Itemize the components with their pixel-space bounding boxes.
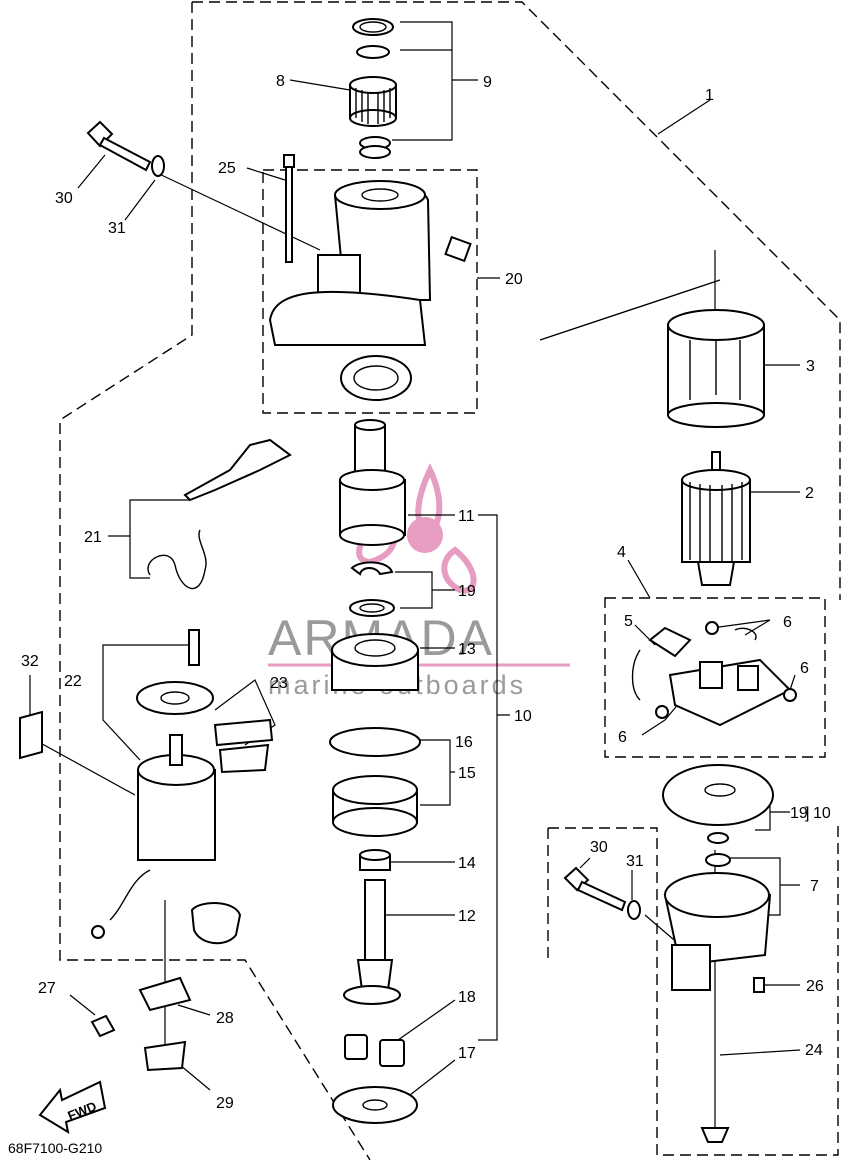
- leader-lines: [29, 21, 801, 1130]
- callout-8: 8: [276, 73, 285, 90]
- callout-20: 20: [505, 271, 523, 288]
- callout-16: 16: [455, 734, 473, 751]
- callout-32: 32: [21, 653, 39, 670]
- callout-10-right: 10: [813, 805, 831, 822]
- callout-4: 4: [617, 544, 626, 561]
- brush-holder-assembly: [631, 621, 797, 727]
- rear-cover-assembly: [662, 764, 774, 1143]
- callout-31-top: 31: [108, 220, 126, 237]
- callout-14: 14: [458, 855, 476, 872]
- callout-19-center: 19: [458, 583, 476, 600]
- callout-7: 7: [810, 878, 819, 895]
- callout-21: 21: [84, 529, 102, 546]
- callout-2: 2: [805, 485, 814, 502]
- callout-9: 9: [483, 74, 492, 91]
- callout-30-bottom: 30: [590, 839, 608, 856]
- bracket-glyph: ]: [805, 805, 809, 822]
- bolt-25: [283, 154, 295, 263]
- yoke: [667, 309, 765, 428]
- callout-17: 17: [458, 1045, 476, 1062]
- callout-31-bottom: 31: [626, 853, 644, 870]
- callout-10-center: 10: [514, 708, 532, 725]
- bolt-30-bottom: [563, 866, 641, 920]
- armature: [681, 451, 751, 586]
- diagram-code: 68F7100-G210: [8, 1140, 102, 1156]
- callout-3: 3: [806, 358, 815, 375]
- callout-22: 22: [64, 673, 82, 690]
- callout-28: 28: [216, 1010, 234, 1027]
- pinion-stack: [349, 18, 397, 159]
- callout-6-left: 6: [618, 729, 627, 746]
- callout-labels: 1 2 3 4 5 6 6 6 7 8 9 10 10 11 12 13 14 …: [21, 73, 831, 1112]
- front-cover-housing: [268, 180, 472, 401]
- motor-assembly: [19, 629, 274, 1072]
- callout-23: 23: [270, 675, 288, 692]
- bolt-30-top: [86, 120, 165, 177]
- callout-25: 25: [218, 160, 236, 177]
- drive-shaft-stack: [329, 419, 421, 1124]
- callout-27: 27: [38, 980, 56, 997]
- callout-6-top: 6: [783, 614, 792, 631]
- callout-1: 1: [705, 87, 714, 104]
- callout-24: 24: [805, 1042, 823, 1059]
- callout-30-top: 30: [55, 190, 73, 207]
- callout-12: 12: [458, 908, 476, 925]
- callout-6-right: 6: [800, 660, 809, 677]
- callout-19-right: 19: [790, 805, 808, 822]
- callout-13: 13: [458, 641, 476, 658]
- callout-11: 11: [458, 508, 475, 525]
- callout-18: 18: [458, 989, 476, 1006]
- lever-assembly: [147, 438, 292, 590]
- callout-15: 15: [458, 765, 476, 782]
- group-outlines: [59, 1, 841, 1160]
- fwd-arrow: FWD: [38, 1080, 107, 1135]
- callout-29: 29: [216, 1095, 234, 1112]
- callout-5: 5: [624, 613, 633, 630]
- callout-26: 26: [806, 978, 824, 995]
